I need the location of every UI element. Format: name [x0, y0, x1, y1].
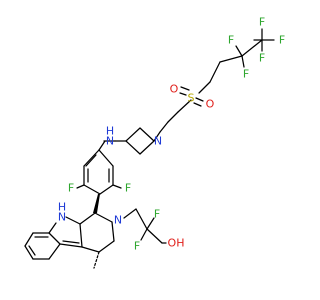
bond	[62, 240, 80, 244]
bond	[241, 55, 245, 68]
fluorine-label: F	[243, 68, 249, 81]
bond	[179, 92, 187, 96]
fluorine-label: F	[154, 208, 160, 221]
bond	[125, 127, 141, 142]
bond	[98, 140, 106, 151]
structure-diagram: F F F F F S O O N N H F F N H N F F OH	[24, 16, 285, 269]
nitrogen-label: N	[154, 135, 162, 148]
bond	[219, 55, 243, 63]
bond	[48, 243, 61, 260]
nitrogen-label: N	[106, 135, 114, 148]
bond	[195, 97, 204, 102]
sulfur-label: S	[188, 92, 195, 105]
bond	[99, 184, 114, 195]
nitrogen-label: N	[114, 214, 122, 227]
bond	[24, 245, 34, 260]
bond	[94, 212, 113, 223]
bond	[140, 228, 148, 241]
bond	[123, 208, 137, 219]
fluorine-label: F	[259, 16, 265, 29]
hydrogen-label: H	[106, 125, 114, 138]
bond	[146, 217, 155, 230]
bond	[48, 222, 57, 234]
fluorine-label: F	[228, 34, 234, 47]
atom-label-layer: F F F F F S O O N N H F F N H N F F OH	[58, 16, 285, 253]
bond	[159, 121, 169, 133]
bond	[209, 61, 221, 83]
bond	[125, 140, 141, 155]
bond	[98, 149, 114, 167]
bond	[98, 240, 115, 253]
bond	[198, 81, 211, 94]
bond	[79, 223, 83, 248]
fluorine-label: F	[279, 34, 285, 47]
oxygen-label: O	[206, 98, 215, 111]
bond-layer	[24, 28, 275, 269]
bond	[24, 232, 34, 247]
bond	[83, 184, 101, 195]
bond	[59, 243, 83, 248]
bond	[79, 212, 96, 225]
hydroxyl-label: OH	[168, 237, 185, 250]
oxygen-label: O	[170, 83, 179, 96]
bond	[112, 184, 122, 189]
bond	[180, 86, 190, 91]
wedge-bond	[93, 194, 100, 213]
fluorine-label: F	[259, 52, 265, 65]
bond	[76, 184, 85, 189]
bond	[139, 140, 155, 155]
bond	[81, 246, 100, 253]
bond	[139, 127, 155, 142]
hash-bond	[93, 251, 100, 269]
bond	[177, 99, 192, 113]
bond	[83, 149, 100, 167]
bond	[235, 45, 243, 57]
fluorine-label: F	[125, 182, 131, 195]
bond	[28, 245, 36, 256]
fluorine-label: F	[68, 182, 74, 195]
bond	[135, 208, 148, 230]
molecule-canvas: F F F F F S O O N N H F F N H N F F OH	[24, 16, 285, 269]
bond	[241, 39, 263, 57]
hydrogen-label: H	[58, 201, 66, 214]
bond	[153, 131, 161, 142]
bond	[193, 102, 202, 107]
nitrogen-label: N	[58, 211, 66, 224]
bond	[65, 216, 81, 225]
bond	[167, 111, 179, 123]
bond	[85, 154, 97, 167]
bond	[48, 232, 61, 245]
bond	[111, 221, 115, 242]
fluorine-label: F	[134, 240, 140, 253]
bond	[146, 228, 163, 244]
